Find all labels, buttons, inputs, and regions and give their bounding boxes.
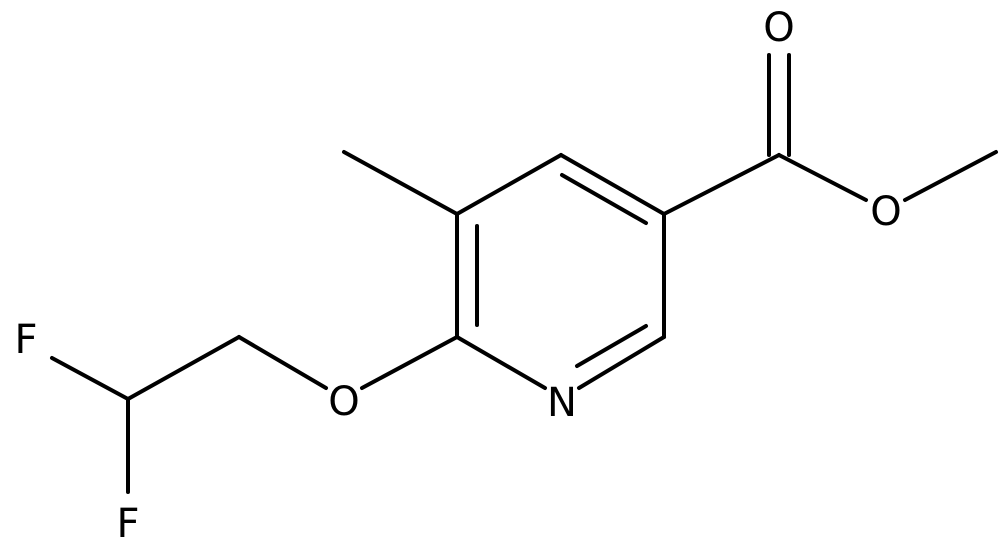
bond-chf2-to-f-top bbox=[50, 356, 130, 401]
atom-o-carbonyl: O bbox=[763, 5, 794, 51]
bond-ring-c4-c5 bbox=[455, 153, 563, 216]
bond-ch2-to-chf2 bbox=[126, 335, 241, 401]
bond-ring-to-methyl bbox=[342, 150, 459, 216]
bond-oester-to-methyl bbox=[903, 150, 998, 202]
bond-ring-c3-c4 bbox=[559, 153, 666, 216]
bond-ring-to-carboxyl bbox=[662, 153, 781, 216]
bond-ring-c6-n bbox=[455, 335, 547, 390]
atom-n-ring: N bbox=[547, 380, 577, 426]
bond-ring-c3-c4-inner bbox=[560, 173, 648, 225]
atom-o-ester: O bbox=[870, 189, 901, 235]
atom-f-bottom: F bbox=[116, 501, 139, 547]
bond-oether-to-ch2 bbox=[237, 335, 328, 390]
bond-ring-n-c2-inner bbox=[575, 324, 648, 368]
atom-f-top: F bbox=[14, 317, 37, 363]
atom-o-ether: O bbox=[328, 379, 359, 425]
bond-carboxyl-to-oester bbox=[777, 153, 868, 202]
bond-ring-to-oether bbox=[360, 335, 459, 390]
bond-ring-n-c2 bbox=[577, 335, 666, 390]
